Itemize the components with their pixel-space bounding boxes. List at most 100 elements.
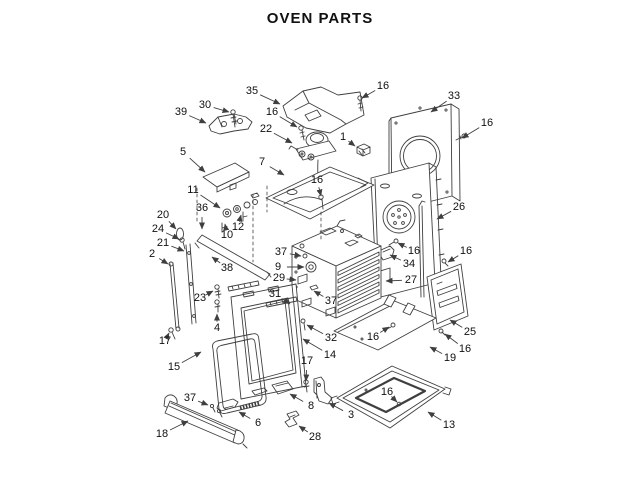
part-number-label: 21 bbox=[157, 237, 169, 249]
callout-arrow bbox=[181, 351, 202, 364]
part-side-rod bbox=[168, 261, 181, 332]
part-shelf-bracket bbox=[202, 162, 250, 193]
part-number-label: 12 bbox=[232, 221, 244, 233]
part-number-label: 37 bbox=[275, 246, 287, 258]
part-number-label: 14 bbox=[324, 349, 336, 361]
part-number-label: 16 bbox=[408, 245, 420, 257]
part-number-label: 16 bbox=[367, 331, 379, 343]
callout-arrow bbox=[390, 395, 398, 403]
part-number-label: 29 bbox=[273, 272, 285, 284]
callout-arrow bbox=[347, 139, 356, 147]
part-number-label: 15 bbox=[168, 361, 180, 373]
part-number-label: 37 bbox=[184, 392, 196, 404]
part-number-label: 33 bbox=[448, 90, 460, 102]
callout-arrow bbox=[197, 399, 209, 406]
part-number-label: 35 bbox=[246, 85, 258, 97]
part-number-label: 17 bbox=[159, 335, 171, 347]
part-number-label: 4 bbox=[214, 322, 220, 334]
callout-arrow bbox=[289, 393, 304, 402]
part-number-label: 18 bbox=[156, 428, 168, 440]
part-side-access-panel bbox=[426, 263, 469, 331]
part-number-label: 5 bbox=[180, 146, 186, 158]
part-clip bbox=[356, 143, 371, 157]
callout-arrow bbox=[279, 116, 298, 128]
part-number-label: 34 bbox=[403, 258, 415, 270]
part-number-label: 6 bbox=[255, 417, 261, 429]
part-number-label: 10 bbox=[221, 229, 233, 241]
parts-linework bbox=[163, 86, 469, 449]
callout-arrow bbox=[427, 411, 442, 421]
callout-arrow bbox=[189, 115, 207, 124]
part-top-cover bbox=[282, 86, 365, 134]
phantom-alignment-lines bbox=[196, 185, 322, 263]
part-z-clip bbox=[284, 410, 300, 428]
part-number-label: 22 bbox=[260, 123, 272, 135]
part-number-label: 9 bbox=[275, 261, 281, 273]
callout-arrow bbox=[259, 94, 281, 105]
callout-arrow bbox=[397, 242, 408, 249]
callout-arrow bbox=[286, 276, 297, 283]
callout-arrow bbox=[436, 210, 452, 220]
callout-arrow bbox=[385, 277, 403, 284]
part-number-label: 37 bbox=[325, 295, 337, 307]
callout-arrow bbox=[281, 297, 291, 305]
part-number-label: 30 bbox=[199, 99, 211, 111]
callout-arrow bbox=[213, 107, 230, 114]
part-number-label: 26 bbox=[453, 201, 465, 213]
part-screw bbox=[438, 258, 449, 336]
callout-arrow bbox=[444, 333, 459, 344]
callout-arrow bbox=[328, 402, 344, 412]
callout-arrow bbox=[273, 132, 293, 144]
part-number-label: 13 bbox=[443, 419, 455, 431]
callout-arrow bbox=[302, 338, 323, 351]
part-number-label: 28 bbox=[309, 431, 321, 443]
part-hinge-receiver bbox=[216, 398, 239, 412]
callout-arrow bbox=[379, 326, 390, 333]
callout-arrow bbox=[389, 254, 402, 261]
callout-arrow bbox=[313, 290, 324, 297]
callout-arrow bbox=[205, 290, 214, 297]
part-number-label: 16 bbox=[311, 174, 323, 186]
part-number-label: 16 bbox=[481, 117, 493, 129]
callout-arrow bbox=[211, 256, 221, 264]
part-lower-shelf-panel bbox=[333, 294, 437, 351]
callout-arrow bbox=[168, 220, 177, 230]
callout-arrow bbox=[447, 255, 459, 263]
part-screw bbox=[214, 284, 310, 393]
part-number-label: 3 bbox=[348, 409, 354, 421]
part-number-label: 11 bbox=[187, 184, 198, 196]
callout-arrow bbox=[289, 251, 302, 258]
part-side-trim-strip bbox=[185, 243, 197, 325]
part-number-label: 20 bbox=[157, 209, 169, 221]
part-number-label: 16 bbox=[377, 80, 389, 92]
callout-arrow bbox=[169, 420, 189, 431]
part-screw bbox=[209, 403, 223, 418]
callout-arrow bbox=[200, 194, 221, 209]
callout-arrow bbox=[223, 223, 230, 231]
part-corner-bracket bbox=[313, 376, 333, 405]
callout-arrow bbox=[316, 187, 323, 197]
part-screw bbox=[230, 109, 238, 128]
part-screw bbox=[298, 125, 306, 141]
part-number-label: 31 bbox=[269, 288, 281, 300]
callout-arrow bbox=[158, 258, 169, 265]
callout-arrow bbox=[298, 425, 309, 433]
callout-arrow bbox=[449, 319, 463, 328]
part-bottom-plate bbox=[271, 380, 294, 395]
part-number-label: 16 bbox=[381, 386, 393, 398]
callout-arrow bbox=[165, 232, 180, 240]
part-number-label: 25 bbox=[464, 326, 476, 338]
callout-arrow bbox=[306, 324, 324, 335]
part-number-label: 38 bbox=[221, 262, 233, 274]
part-vent-trim-strip bbox=[194, 234, 272, 281]
part-number-label: 7 bbox=[259, 156, 265, 168]
part-door-gasket bbox=[212, 333, 267, 414]
part-number-label: 2 bbox=[149, 248, 155, 260]
callout-arrow bbox=[163, 332, 170, 341]
callout-arrow bbox=[189, 157, 206, 173]
part-number-label: 23 bbox=[194, 292, 206, 304]
callout-arrow bbox=[361, 90, 376, 99]
